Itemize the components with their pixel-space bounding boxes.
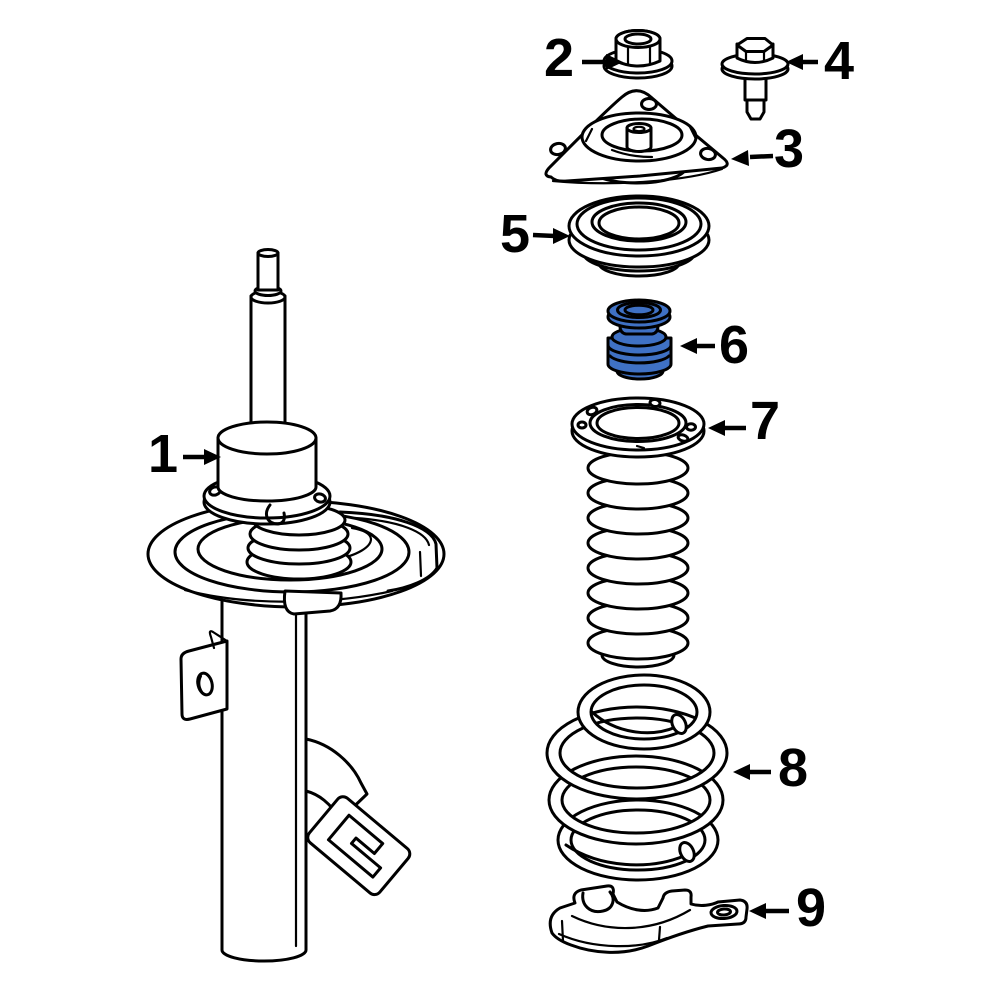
boot-hole bbox=[585, 405, 599, 417]
callout-number-9: 9 bbox=[796, 878, 826, 938]
callout-1: 1 bbox=[148, 424, 221, 484]
callout-9: 9 bbox=[749, 878, 826, 938]
spring-seat-clip bbox=[548, 884, 749, 954]
callout-number-3: 3 bbox=[774, 119, 804, 179]
callout-6: 6 bbox=[680, 315, 749, 375]
bolt-hex-head bbox=[735, 37, 775, 53]
strut-assembly bbox=[146, 248, 446, 963]
bump-stop-highlighted bbox=[606, 298, 673, 381]
rod-tip bbox=[256, 251, 280, 292]
callout-number-8: 8 bbox=[778, 738, 808, 798]
mount-hole bbox=[640, 97, 658, 111]
mount-hole bbox=[549, 141, 567, 157]
callout-7: 7 bbox=[708, 391, 780, 451]
callout-number-7: 7 bbox=[750, 391, 780, 451]
callout-4: 4 bbox=[786, 31, 854, 91]
spring-coil bbox=[556, 798, 720, 882]
strut-mount bbox=[544, 89, 729, 185]
boot-hole bbox=[576, 420, 588, 430]
callout-number-6: 6 bbox=[719, 315, 749, 375]
coil-spring bbox=[545, 673, 729, 882]
callout-8: 8 bbox=[733, 738, 808, 798]
mount-hole bbox=[699, 146, 717, 162]
strut-bracket-foot bbox=[306, 795, 412, 897]
callout-arrow-5 bbox=[532, 232, 556, 239]
clip-eye bbox=[709, 903, 739, 921]
spring-coil bbox=[576, 673, 712, 751]
callout-3: 3 bbox=[731, 119, 804, 179]
callout-number-4: 4 bbox=[824, 31, 854, 91]
flange-hole bbox=[313, 492, 327, 504]
bearing-bore bbox=[590, 201, 688, 243]
strut-cup bbox=[216, 436, 318, 503]
flange-bolt bbox=[720, 37, 790, 121]
callout-5: 5 bbox=[500, 204, 570, 264]
flange-nut bbox=[602, 29, 674, 80]
callout-2: 2 bbox=[544, 28, 623, 88]
spring-coil bbox=[547, 754, 725, 846]
strut-bearing bbox=[567, 194, 711, 278]
boot-hole bbox=[685, 422, 697, 432]
boot-slot bbox=[676, 433, 690, 443]
mount-stud bbox=[625, 126, 653, 153]
boot-hole bbox=[648, 397, 662, 409]
callout-number-5: 5 bbox=[500, 204, 530, 264]
strut-tube bbox=[220, 595, 308, 963]
callout-number-2: 2 bbox=[544, 28, 574, 88]
strut-lower-bracket bbox=[304, 737, 369, 822]
dust-boot bbox=[570, 396, 706, 669]
callout-arrow-3 bbox=[749, 153, 774, 160]
clip-body bbox=[548, 884, 749, 954]
callout-number-1: 1 bbox=[148, 424, 178, 484]
